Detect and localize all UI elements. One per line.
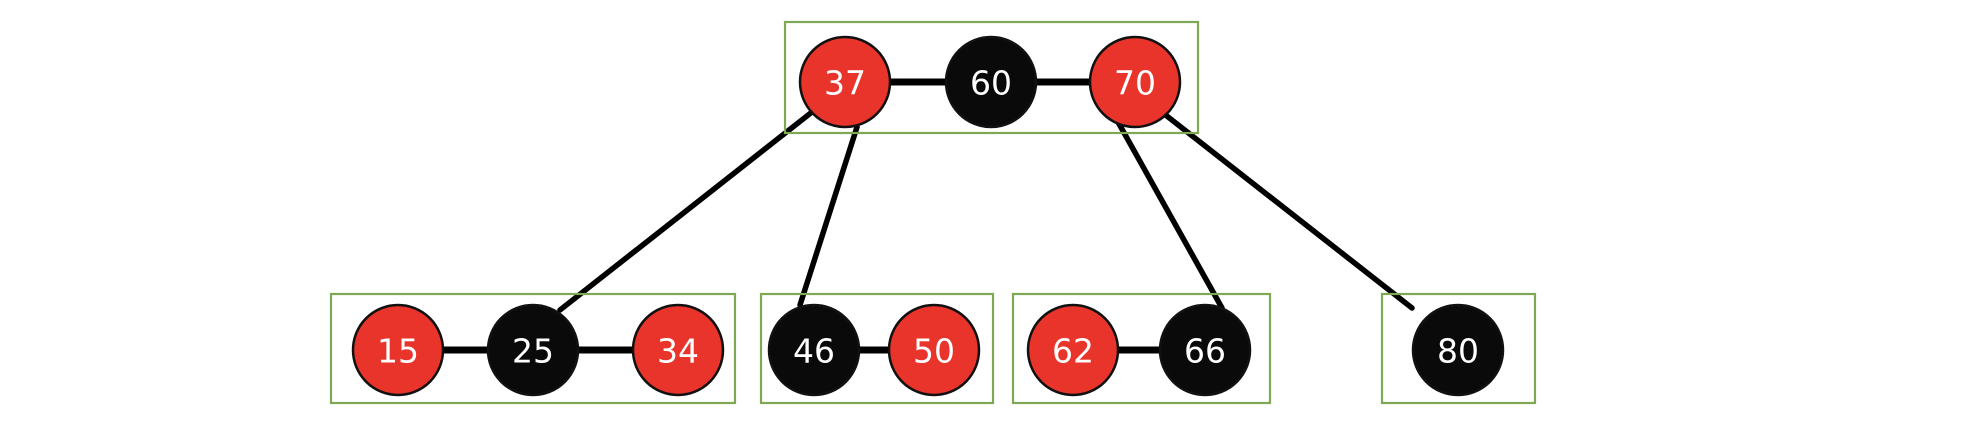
tree-node-46[interactable]: 46 — [767, 303, 861, 397]
node-circle-25[interactable] — [486, 303, 580, 397]
node-circle-34[interactable] — [631, 303, 725, 397]
tree-node-15[interactable]: 15 — [351, 303, 445, 397]
tree-node-62[interactable]: 62 — [1026, 303, 1120, 397]
group-box-leaf-group-1 — [329, 292, 737, 405]
tree-node-60[interactable]: 60 — [944, 35, 1038, 129]
node-circle-80[interactable] — [1411, 303, 1505, 397]
tree-node-66[interactable]: 66 — [1158, 303, 1252, 397]
group-box-leaf-group-2 — [759, 292, 995, 405]
node-circle-15[interactable] — [351, 303, 445, 397]
tree-node-37[interactable]: 37 — [798, 35, 892, 129]
child-edge-layer — [557, 109, 1415, 313]
node-circle-60[interactable] — [944, 35, 1038, 129]
tree-node-34[interactable]: 34 — [631, 303, 725, 397]
node-circle-70[interactable] — [1088, 35, 1182, 129]
child-edge-n70-n66 — [1115, 119, 1225, 311]
group-box-root-group — [783, 20, 1200, 135]
group-box-leaf-group-3 — [1011, 292, 1272, 405]
group-box-layer — [329, 20, 1537, 405]
node-circle-62[interactable] — [1026, 303, 1120, 397]
child-edge-n37-n25 — [557, 109, 815, 313]
child-edge-n70-n80 — [1160, 110, 1415, 311]
node-circle-37[interactable] — [798, 35, 892, 129]
tree-node-70[interactable]: 70 — [1088, 35, 1182, 129]
sibling-link-layer — [441, 78, 1162, 354]
child-edge-n37-n46 — [797, 124, 860, 308]
node-circle-66[interactable] — [1158, 303, 1252, 397]
tree-node-25[interactable]: 25 — [486, 303, 580, 397]
node-circle-46[interactable] — [767, 303, 861, 397]
tree-node-80[interactable]: 80 — [1411, 303, 1505, 397]
node-circle-50[interactable] — [887, 303, 981, 397]
group-box-leaf-group-4 — [1380, 292, 1537, 405]
tree-node-50[interactable]: 50 — [887, 303, 981, 397]
node-layer: 37 60 70 15 25 34 46 50 62 66 80 — [351, 35, 1505, 397]
